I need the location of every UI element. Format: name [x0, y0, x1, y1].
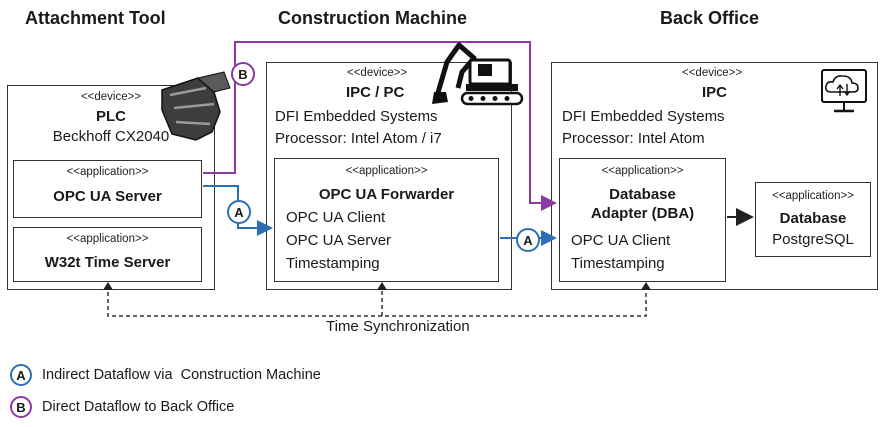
- sync-arrow-ipc-pc: [377, 282, 387, 290]
- ipc-vendor: DFI Embedded Systems: [562, 108, 725, 125]
- dba-stereotype: <<application>>: [601, 165, 684, 177]
- badge-b-direct: B: [231, 62, 255, 86]
- forwarder-stereotype: <<application>>: [345, 165, 428, 177]
- opc-ua-server-box: [13, 160, 202, 218]
- drill-attachment-icon: [161, 71, 231, 141]
- cloud-monitor-icon: [821, 69, 867, 113]
- ipc-stereotype: <<device>>: [682, 67, 743, 79]
- column-title-back-office: Back Office: [660, 8, 760, 28]
- column-title-attachment-tool: Attachment Tool: [25, 8, 166, 28]
- excavator-icon: [432, 42, 524, 106]
- dba-name-line2: Adapter (DBA): [590, 205, 695, 222]
- legend-item-a: A Indirect Dataflow via Construction Mac…: [10, 364, 321, 386]
- forwarder-line-timestamping: Timestamping: [286, 255, 380, 272]
- database-name: Database: [779, 210, 847, 227]
- column-title-construction-machine: Construction Machine: [278, 8, 468, 28]
- time-server-name: W32t Time Server: [44, 254, 171, 271]
- ipc-processor: Processor: Intel Atom: [562, 130, 705, 147]
- dba-name-line1: Database: [609, 186, 676, 203]
- opc-ua-server-name: OPC UA Server: [53, 188, 162, 205]
- badge-a-plc: A: [227, 200, 251, 224]
- legend-badge-a: A: [10, 364, 32, 386]
- sync-arrow-ipc: [641, 282, 651, 290]
- ipc-pc-processor: Processor: Intel Atom / i7: [275, 130, 442, 147]
- forwarder-line-server: OPC UA Server: [286, 232, 392, 249]
- opc-ua-forwarder-box: [274, 158, 499, 282]
- dba-line-timestamping: Timestamping: [571, 255, 665, 272]
- plc-model: Beckhoff CX2040: [52, 128, 170, 145]
- database-adapter-box: [559, 158, 726, 282]
- ipc-name: IPC: [702, 84, 728, 101]
- ipc-pc-name: IPC / PC: [346, 84, 405, 101]
- database-box: [755, 182, 871, 257]
- legend-text-b: Direct Dataflow to Back Office: [42, 399, 235, 415]
- opc-ua-server-stereotype: <<application>>: [66, 166, 149, 178]
- flow-b-line: [203, 41, 557, 211]
- ipc-pc-stereotype: <<device>>: [347, 67, 408, 79]
- time-sync-line: [107, 285, 647, 317]
- sync-arrow-plc: [103, 282, 113, 290]
- database-product: PostgreSQL: [772, 231, 854, 248]
- forwarder-name: OPC UA Forwarder: [318, 186, 455, 203]
- database-stereotype: <<application>>: [772, 190, 854, 202]
- time-server-box: [13, 227, 202, 282]
- plc-name: PLC: [96, 108, 126, 125]
- ipc-pc-vendor: DFI Embedded Systems: [275, 108, 438, 125]
- legend-badge-b: B: [10, 396, 32, 418]
- dba-line-client: OPC UA Client: [571, 232, 671, 249]
- legend-item-b: B Direct Dataflow to Back Office: [10, 396, 234, 418]
- plc-stereotype: <<device>>: [80, 91, 142, 103]
- time-server-stereotype: <<application>>: [66, 233, 149, 245]
- forwarder-line-client: OPC UA Client: [286, 209, 386, 226]
- legend-text-a: Indirect Dataflow via Construction Machi…: [42, 367, 321, 383]
- time-sync-label: Time Synchronization: [322, 318, 474, 335]
- badge-a-forwarder: A: [516, 228, 540, 252]
